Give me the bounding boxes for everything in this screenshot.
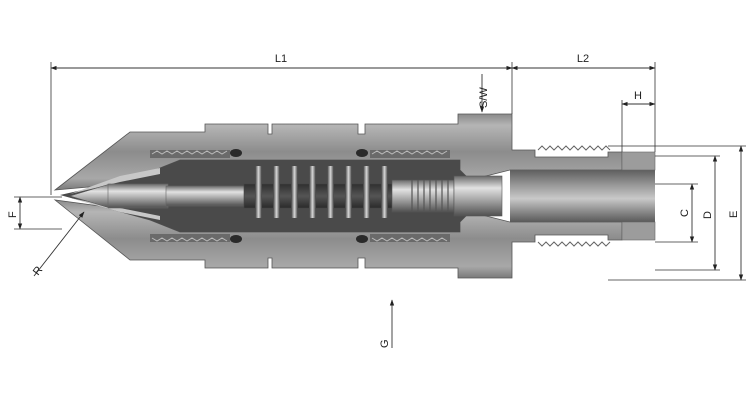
dimensions: L1 L2 S/W H C D E F R (7, 53, 746, 348)
o-ring-lower-left (230, 235, 242, 243)
spring-guide (243, 183, 395, 209)
dim-r-label: R (31, 264, 45, 278)
threaded-stem (391, 179, 455, 213)
outer-thread-top (537, 145, 611, 151)
o-rings (230, 149, 368, 243)
dim-d-label: D (702, 211, 714, 219)
inner-thread-bands (150, 150, 450, 242)
o-ring-upper-left (230, 149, 242, 157)
dim-e-label: E (728, 211, 740, 218)
needle-assembly (68, 166, 503, 218)
dim-l1-label: L1 (275, 53, 287, 65)
outlet-end-face-lower (621, 221, 656, 241)
dim-g-label: G (379, 339, 391, 348)
stem-end (453, 175, 503, 217)
stem-threads (411, 180, 449, 212)
dim-sw-label: S/W (478, 87, 490, 108)
outlet-end-face (621, 151, 656, 171)
dim-l2-label: L2 (577, 53, 589, 65)
dim-f-label: F (7, 211, 19, 218)
seat-cone-upper (70, 168, 160, 194)
needle-shaft (107, 183, 169, 209)
nozzle-body (53, 113, 656, 279)
dim-r-leader (33, 211, 85, 277)
outer-thread-bottom (537, 241, 611, 247)
spring (255, 166, 388, 218)
outlet-bore (510, 170, 655, 222)
o-ring-lower-mid (356, 235, 368, 243)
needle-body (165, 185, 247, 207)
dim-c-label: C (679, 209, 691, 217)
dim-h-label: H (634, 90, 642, 102)
o-ring-upper-mid (356, 149, 368, 157)
seat-cone-lower (70, 198, 160, 220)
